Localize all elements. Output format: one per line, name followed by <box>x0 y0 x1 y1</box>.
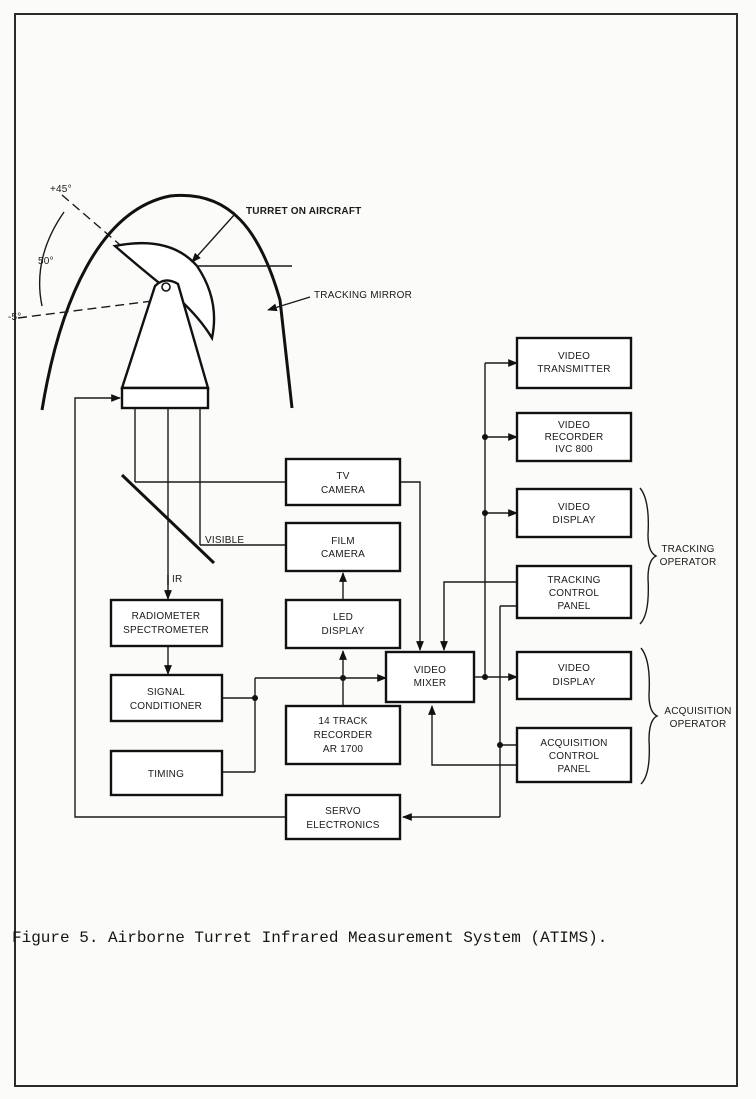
page-border <box>14 13 738 1087</box>
svg-text:PANEL: PANEL <box>557 764 590 775</box>
turret-base <box>120 386 210 410</box>
svg-text:IVC 800: IVC 800 <box>555 444 593 455</box>
acquisition-brace <box>640 647 659 785</box>
svg-text:ACQUISITION: ACQUISITION <box>540 738 607 749</box>
svg-text:DISPLAY: DISPLAY <box>553 515 596 526</box>
block-tracking-control-panel: TRACKING CONTROL PANEL <box>515 564 633 620</box>
block-timing: TIMING <box>109 749 224 797</box>
junction-acq <box>497 742 503 748</box>
block-video-display-2: VIDEO DISPLAY <box>515 650 633 701</box>
svg-text:AR 1700: AR 1700 <box>323 744 364 755</box>
svg-text:ELECTRONICS: ELECTRONICS <box>306 820 379 831</box>
pivot-point <box>161 282 171 292</box>
svg-text:CAMERA: CAMERA <box>321 485 365 496</box>
block-tv-camera: TV CAMERA <box>284 457 402 507</box>
angle-label-top: +45° <box>50 184 72 195</box>
block-radiometer-spectrometer: RADIOMETER SPECTROMETER <box>109 598 224 648</box>
svg-text:SPECTROMETER: SPECTROMETER <box>123 625 209 636</box>
svg-text:VIDEO: VIDEO <box>558 351 590 362</box>
signal-wiring <box>74 359 518 821</box>
svg-text:TRANSMITTER: TRANSMITTER <box>537 364 610 375</box>
turret-assembly: +45° 50° -5° TURRET ON AIRCRAFT TRACKING… <box>8 184 412 585</box>
svg-text:LED: LED <box>333 612 353 623</box>
svg-text:14 TRACK: 14 TRACK <box>318 716 367 727</box>
svg-text:SERVO: SERVO <box>325 806 361 817</box>
block-video-mixer: VIDEO MIXER <box>384 650 476 704</box>
figure-caption: Figure 5. Airborne Turret Infrared Measu… <box>12 929 608 947</box>
svg-text:SIGNAL: SIGNAL <box>147 687 185 698</box>
junction-display-1 <box>482 510 488 516</box>
acquisition-operator-line2: OPERATOR <box>670 719 727 730</box>
svg-text:VIDEO: VIDEO <box>558 502 590 513</box>
svg-text:CONDITIONER: CONDITIONER <box>130 701 202 712</box>
wire-servo-feedback <box>74 394 286 818</box>
visible-label: VISIBLE <box>205 535 244 546</box>
svg-text:RADIOMETER: RADIOMETER <box>132 611 201 622</box>
block-acquisition-control-panel: ACQUISITION CONTROL PANEL <box>515 726 633 784</box>
svg-text:CONTROL: CONTROL <box>549 751 600 762</box>
wire-tv-to-mixer <box>400 481 424 651</box>
block-servo-electronics: SERVO ELECTRONICS <box>284 793 402 841</box>
block-signal-conditioner: SIGNAL CONDITIONER <box>109 673 224 723</box>
beam-splitter <box>120 473 216 565</box>
angle-label-span: 50° <box>38 256 54 267</box>
svg-text:TV: TV <box>336 471 349 482</box>
block-film-camera: FILM CAMERA <box>284 521 402 573</box>
wire-acq-to-mixer <box>428 705 517 766</box>
svg-text:RECORDER: RECORDER <box>545 432 604 443</box>
tracking-operator-line1: TRACKING <box>661 544 714 555</box>
svg-text:VIDEO: VIDEO <box>414 665 446 676</box>
svg-text:DISPLAY: DISPLAY <box>322 626 365 637</box>
turret-label: TURRET ON AIRCRAFT <box>246 206 361 217</box>
angle-arc <box>38 211 65 307</box>
block-video-transmitter: VIDEO TRANSMITTER <box>515 336 633 390</box>
svg-text:DISPLAY: DISPLAY <box>553 677 596 688</box>
mirror-leader <box>267 296 311 312</box>
tracking-brace <box>639 487 658 625</box>
block-14-track-recorder: 14 TRACK RECORDER AR 1700 <box>284 704 402 766</box>
tracking-operator-line2: OPERATOR <box>660 557 717 568</box>
svg-text:RECORDER: RECORDER <box>314 730 373 741</box>
wire-tracking-to-mixer <box>440 581 517 651</box>
svg-text:MIXER: MIXER <box>414 678 447 689</box>
svg-text:CAMERA: CAMERA <box>321 549 365 560</box>
junction-mixer <box>482 674 488 680</box>
svg-text:VIDEO: VIDEO <box>558 663 590 674</box>
svg-text:FILM: FILM <box>331 536 355 547</box>
turret-pedestal <box>120 279 210 390</box>
tracking-mirror <box>112 241 216 342</box>
turret-leader <box>191 213 236 263</box>
svg-text:CONTROL: CONTROL <box>549 588 600 599</box>
svg-text:TRACKING: TRACKING <box>547 575 600 586</box>
angle-label-bottom: -5° <box>8 312 22 323</box>
svg-text:VIDEO: VIDEO <box>558 420 590 431</box>
turret-dome <box>40 193 294 411</box>
ir-label: IR <box>172 574 182 585</box>
angle-line-bottom <box>17 299 161 319</box>
acquisition-operator-line1: ACQUISITION <box>664 706 731 717</box>
mirror-label: TRACKING MIRROR <box>314 290 412 301</box>
junction-ivc <box>482 434 488 440</box>
svg-text:TIMING: TIMING <box>148 769 184 780</box>
junction-sig <box>252 695 258 701</box>
block-led-display: LED DISPLAY <box>284 598 402 650</box>
svg-text:PANEL: PANEL <box>557 601 590 612</box>
block-video-display-1: VIDEO DISPLAY <box>515 487 633 539</box>
block-video-recorder: VIDEO RECORDER IVC 800 <box>515 411 633 463</box>
